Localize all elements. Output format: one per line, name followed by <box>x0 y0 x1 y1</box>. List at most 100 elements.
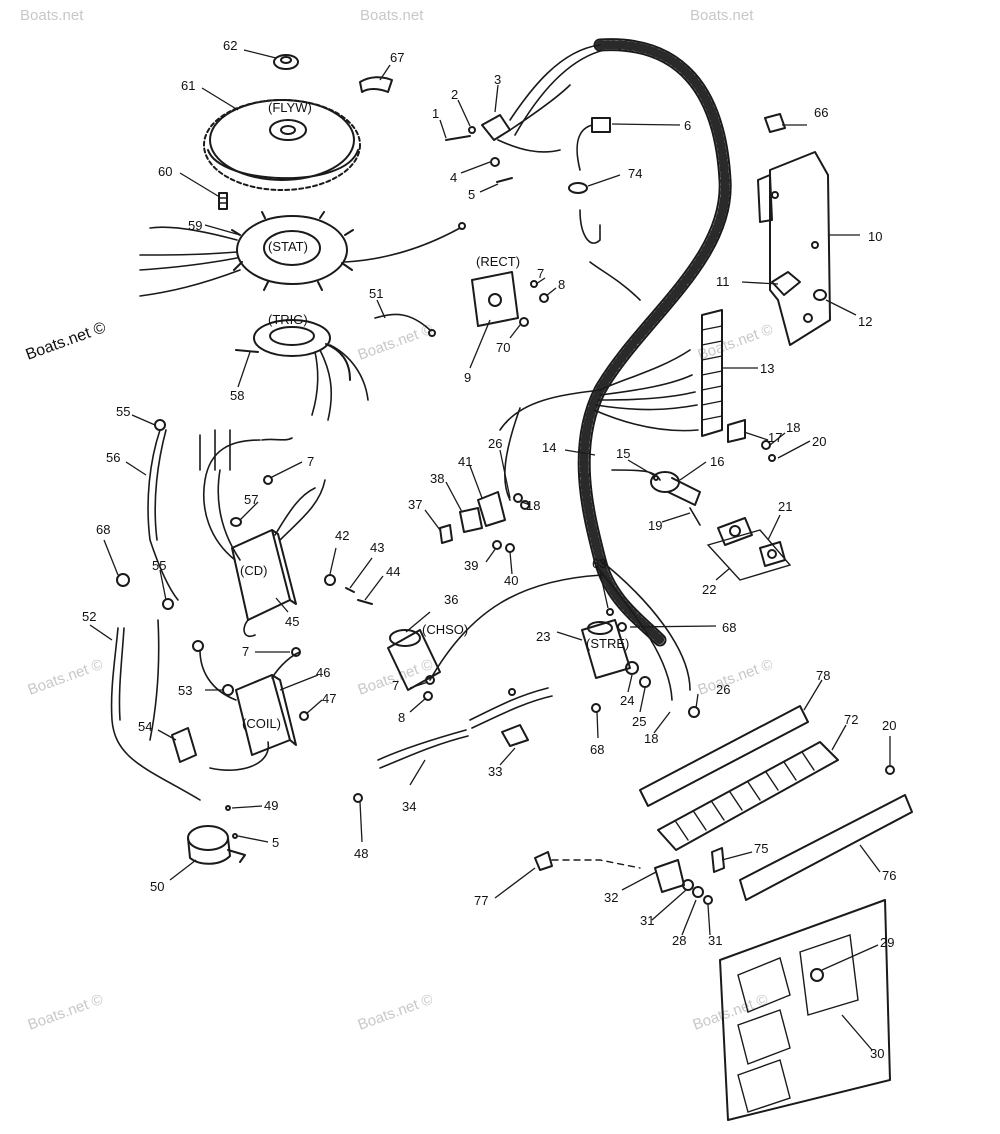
mounting-bracket <box>757 151 831 346</box>
part-number: 53 <box>178 683 192 698</box>
terminal-bar-72 <box>657 741 839 851</box>
part-number: 58 <box>230 388 244 403</box>
part-number: 8 <box>558 277 565 292</box>
part-number: 32 <box>604 890 618 905</box>
terminal-cover-76 <box>739 794 913 901</box>
part-number: 55 <box>152 558 166 573</box>
part-number: 16 <box>710 454 724 469</box>
part-number: 9 <box>464 370 471 385</box>
part-number: 19 <box>648 518 662 533</box>
trigger-link-wire <box>374 313 436 337</box>
fuse-holder-77 <box>534 851 641 871</box>
main-wire-harness <box>429 38 732 701</box>
part-number: 30 <box>870 1046 884 1061</box>
part-number: 26 <box>716 682 730 697</box>
flywheel-nut <box>273 54 299 70</box>
part-number: 2 <box>451 87 458 102</box>
watermark-text: Boats.net © <box>26 656 106 699</box>
cd-tag: (CD) <box>240 563 267 578</box>
switch-plate <box>706 529 792 581</box>
part-number: 63 <box>592 556 606 571</box>
part-number: 23 <box>536 629 550 644</box>
part-number: 20 <box>882 718 896 733</box>
solenoid-tag: (STRE) <box>586 636 629 651</box>
trigger-tag: (TRIG) <box>268 312 308 327</box>
part-number: 49 <box>264 798 278 813</box>
part-number: 20 <box>812 434 826 449</box>
cd-module: (CD) <box>199 429 326 638</box>
part-number: 33 <box>488 764 502 779</box>
watermark-side-text: Boats.net © <box>24 319 109 364</box>
solenoid-hardware <box>625 661 700 718</box>
part-number: 5 <box>272 835 279 850</box>
small-screws-1-2-4-5 <box>445 126 513 183</box>
part-number: 68 <box>722 620 736 635</box>
part-number: 57 <box>244 492 258 507</box>
coil-washer <box>222 684 234 696</box>
part-number: 34 <box>402 799 416 814</box>
part-number-labels: 62 67 61 60 59 58 51 3 2 1 4 5 6 74 66 1… <box>82 38 896 1061</box>
part-number: 18 <box>526 498 540 513</box>
bracket-75 <box>711 847 725 873</box>
part-number: 75 <box>754 841 768 856</box>
part-number: 54 <box>138 719 152 734</box>
choke-solenoid: (CHSO) <box>387 622 468 691</box>
ignition-plug-cable <box>576 117 611 244</box>
key-switch <box>650 471 701 526</box>
part-number: 42 <box>335 528 349 543</box>
part-number: 52 <box>82 609 96 624</box>
part-number: 66 <box>814 105 828 120</box>
part-number: 26 <box>488 436 502 451</box>
part-number: 38 <box>430 471 444 486</box>
coil-tag: (COIL) <box>242 716 281 731</box>
ground-strap-52 <box>110 619 201 801</box>
trigger: (TRIG) <box>235 312 369 421</box>
part-number: 7 <box>242 644 249 659</box>
cable-tie-33 <box>501 724 529 747</box>
cable-clip <box>568 182 588 194</box>
bracket-screw <box>813 289 827 301</box>
switch-boot <box>717 517 753 546</box>
flywheel: (FLYW) <box>203 99 361 191</box>
watermark-text: Boats.net <box>360 7 424 24</box>
part-number: 76 <box>882 868 896 883</box>
part-number: 67 <box>390 50 404 65</box>
flywheel-tag: (FLYW) <box>268 100 312 115</box>
part-number: 47 <box>322 691 336 706</box>
watermark-text: Boats.net © <box>356 321 436 364</box>
stator-tag: (STAT) <box>268 239 308 254</box>
part-number: 44 <box>386 564 400 579</box>
part-number: 22 <box>702 582 716 597</box>
part-number: 68 <box>96 522 110 537</box>
watermark-text: Boats.net © <box>356 991 436 1034</box>
part-number: 10 <box>868 229 882 244</box>
part-number: 43 <box>370 540 384 555</box>
leader-lines <box>89 49 891 1051</box>
spark-plug-boot <box>171 727 197 763</box>
part-number: 60 <box>158 164 172 179</box>
part-number: 7 <box>392 678 399 693</box>
part-number: 13 <box>760 361 774 376</box>
part-number: 3 <box>494 72 501 87</box>
part-number: 31 <box>640 913 654 928</box>
circuit-breaker <box>654 859 713 905</box>
terminal-strip <box>701 309 723 437</box>
part-number: 55 <box>116 404 130 419</box>
watermark-text: Boats.net © <box>696 656 776 699</box>
terminal-block <box>481 84 571 153</box>
part-number: 46 <box>316 665 330 680</box>
part-number: 12 <box>858 314 872 329</box>
choke-tag: (CHSO) <box>422 622 468 637</box>
part-number: 61 <box>181 78 195 93</box>
part-number: 51 <box>369 286 383 301</box>
bracket-clamp <box>771 271 801 296</box>
ignition-coil: (COIL) <box>192 640 301 771</box>
bracket-clip <box>764 113 786 133</box>
part-number: 77 <box>474 893 488 908</box>
watermark-text: Boats.net © <box>26 991 106 1034</box>
watermark-text: Boats.net <box>690 7 754 24</box>
electrical-plate <box>719 899 891 1121</box>
watermark-text: Boats.net © <box>696 321 776 364</box>
part-number: 50 <box>150 879 164 894</box>
